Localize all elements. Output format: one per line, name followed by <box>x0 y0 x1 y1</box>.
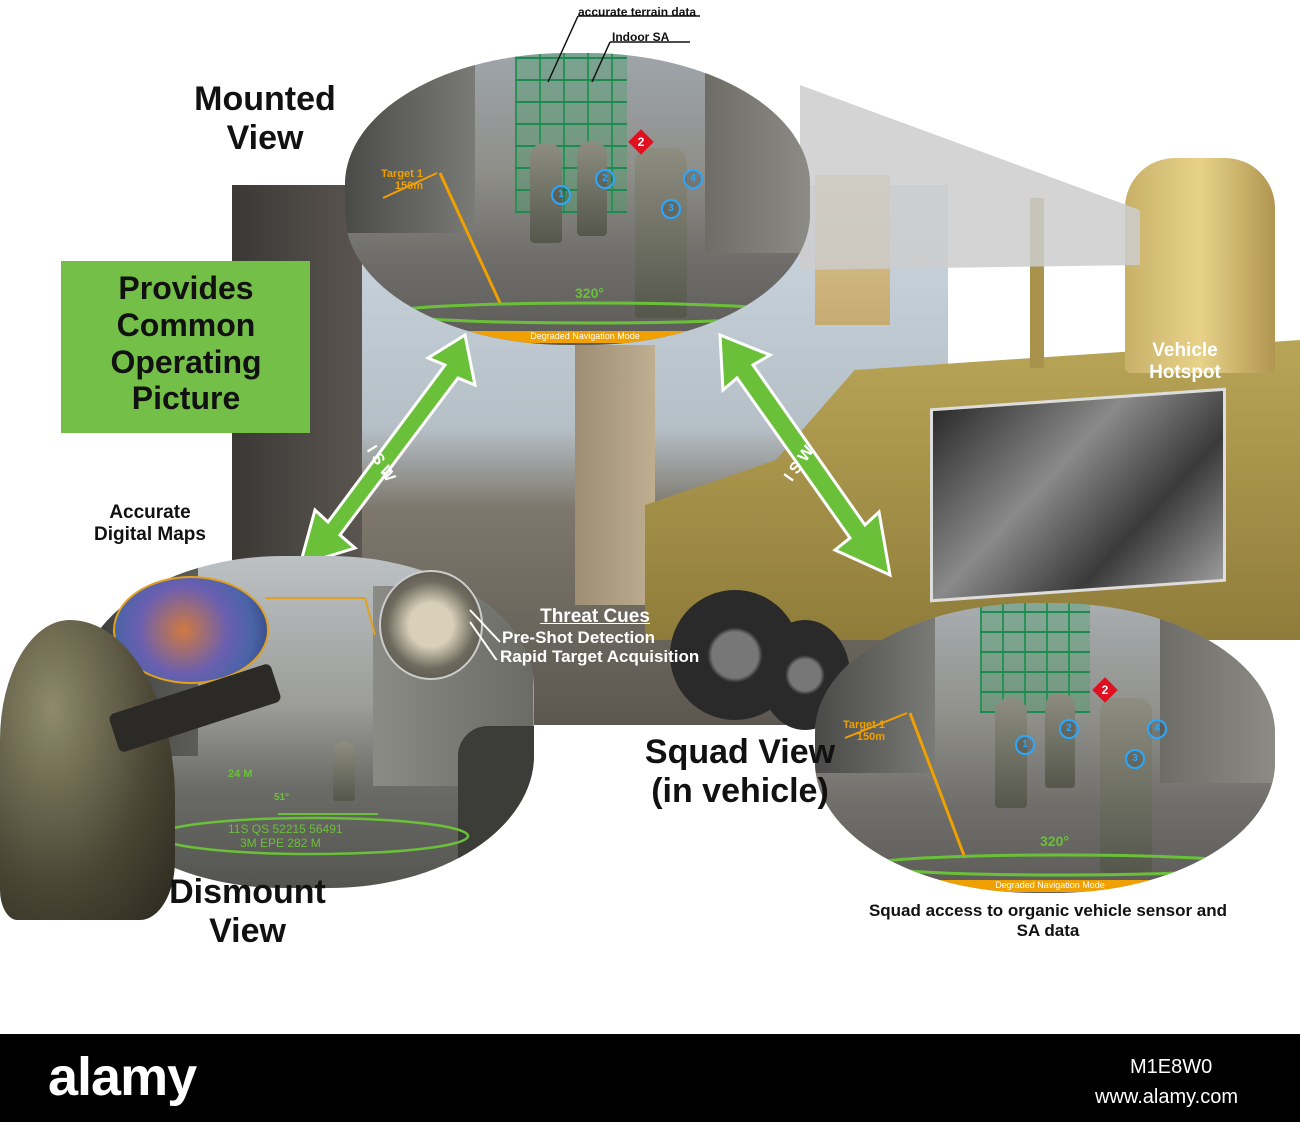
scope-inset <box>379 570 483 680</box>
squad-threat-marker: 2 <box>1092 677 1118 703</box>
threat-cues-block: Threat Cues Pre-Shot Detection Rapid Tar… <box>480 606 740 667</box>
vehicle-hotspot-label: Vehicle Hotspot <box>1149 340 1221 383</box>
squad-heading: 320° <box>1040 833 1069 849</box>
watermark-footer: alamy M1E8W0 www.alamy.com <box>0 1034 1300 1122</box>
dismount-vehicle <box>458 726 534 876</box>
dismount-grid: 11S QS 52215 56491 <box>228 822 343 836</box>
mounted-threat-number: 2 <box>637 135 645 149</box>
mounted-view-label: Mounted View <box>194 80 336 158</box>
squad-soldier <box>1100 698 1152 873</box>
vehicle-interior-screen <box>930 387 1226 603</box>
scope-connector <box>265 597 501 660</box>
mounted-soldier <box>635 148 687 318</box>
mounted-target-name: Target 1 <box>381 168 423 180</box>
squad-nav-mode-bar: Degraded Navigation Mode <box>870 880 1230 892</box>
dismount-heading-small: 51° <box>274 792 290 803</box>
mounted-target-line <box>382 172 792 325</box>
mounted-view-panel: Target 1 150m 320° 1 2 3 4 2 Degraded Na… <box>345 53 810 345</box>
pre-shot-label: Pre-Shot Detection <box>502 627 656 647</box>
mounted-marker-3: 3 <box>661 199 681 219</box>
squad-target-name: Target 1 <box>843 719 885 731</box>
watermark-url: www.alamy.com <box>1095 1086 1238 1108</box>
mounted-target-range: 150m <box>394 180 423 193</box>
dismount-range-small: 24 M <box>228 768 253 780</box>
squad-marker-2: 2 <box>1059 719 1079 739</box>
squad-target-label: Target 1 150m <box>825 719 885 743</box>
mounted-marker-1: 1 <box>551 185 571 205</box>
dismount-epe: 3M EPE 282 M <box>240 836 321 850</box>
squad-threat-number: 2 <box>1101 683 1109 697</box>
provides-label: Provides Common Operating Picture <box>110 270 262 417</box>
mounted-heading: 320° <box>575 285 604 301</box>
squad-marker-4: 4 <box>1147 719 1167 739</box>
squad-marker-1: 1 <box>1015 735 1035 755</box>
squad-soldier <box>1045 693 1075 788</box>
mounted-threat-marker: 2 <box>628 129 654 155</box>
zoom-wedge <box>800 85 1140 270</box>
right-building <box>575 345 655 605</box>
dismount-view-label: Dismount View <box>169 873 326 951</box>
squad-marker-3: 3 <box>1125 749 1145 769</box>
mounted-marker-4: 4 <box>683 169 703 189</box>
squad-view-label: Squad View (in vehicle) <box>644 733 836 811</box>
annotation-indoor: Indoor SA <box>612 30 670 44</box>
squad-green-building <box>980 603 1090 713</box>
squad-target-line <box>844 712 1252 877</box>
annotation-lines <box>547 15 700 83</box>
squad-access-caption: Squad access to organic vehicle sensor a… <box>868 901 1228 940</box>
isw-arrow-right <box>718 332 892 578</box>
rapid-target-label: Rapid Target Acquisition <box>500 647 700 667</box>
squad-right-buildings <box>1160 603 1275 783</box>
provides-box <box>61 261 310 433</box>
squad-view-panel: Target 1 150m 320° 1 2 3 4 2 Degraded Na… <box>815 603 1275 893</box>
watermark-id: M1E8W0 <box>1130 1056 1213 1078</box>
annotation-terrain: accurate terrain data <box>578 5 697 19</box>
watermark-brand: alamy <box>48 1047 197 1107</box>
squad-left-buildings <box>815 603 935 773</box>
squad-target-range: 150m <box>856 731 885 744</box>
threat-cues-title: Threat Cues <box>540 606 650 627</box>
mounted-right-buildings <box>705 53 810 253</box>
accurate-maps-label: Accurate Digital Maps <box>94 502 206 545</box>
mounted-target-label: Target 1 150m <box>363 168 423 192</box>
vehicle-turret <box>1125 158 1275 373</box>
mounted-nav-mode-bar: Degraded Navigation Mode <box>405 331 765 343</box>
dismount-soldier <box>333 741 355 801</box>
mounted-marker-2: 2 <box>595 169 615 189</box>
